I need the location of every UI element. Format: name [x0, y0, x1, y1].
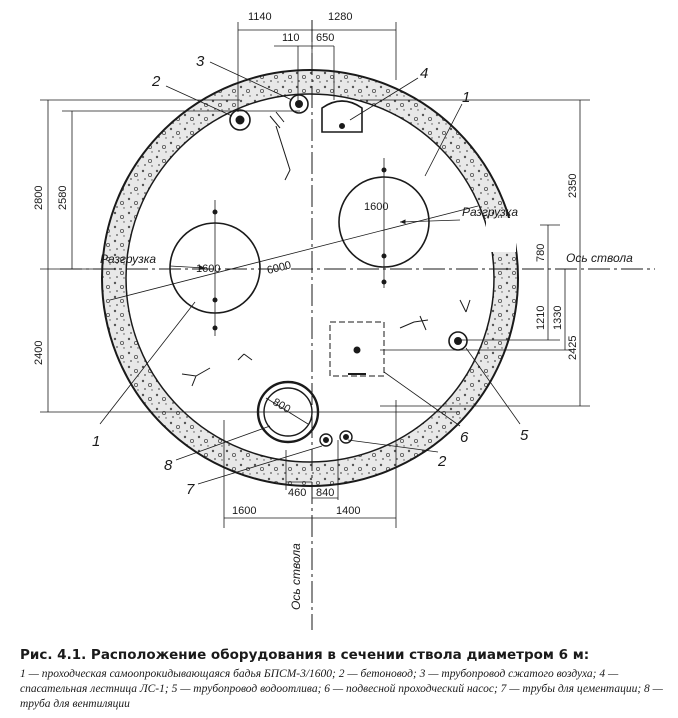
- axis-label-horizontal: Ось ствола: [566, 251, 633, 265]
- marker-4: 4: [420, 65, 428, 82]
- marker-6: 6: [460, 429, 469, 446]
- dim-top-1140: 1140: [248, 11, 272, 23]
- marker-1-left: 1: [92, 433, 100, 450]
- marker-7: 7: [186, 481, 195, 498]
- dim-bottom-1400: 1400: [336, 505, 360, 517]
- axis-label-vertical: Ось ствола: [289, 543, 303, 610]
- dim-right-1330: 1330: [552, 306, 564, 330]
- dim-left-2400: 2400: [33, 341, 45, 365]
- shaft-axes: [60, 20, 655, 630]
- dim-top-1280: 1280: [328, 11, 352, 23]
- marker-8: 8: [164, 457, 173, 474]
- leader-lines: [99, 61, 521, 485]
- dim-right-2350: 2350: [567, 174, 579, 198]
- marker-1-right: 1: [462, 89, 470, 106]
- equipment: [181, 94, 471, 447]
- unload-label-left: Разгрузка: [100, 252, 156, 266]
- marker-2-top: 2: [151, 73, 161, 90]
- dim-bottom-840: 840: [316, 487, 334, 499]
- bucket-left: 1600: [169, 200, 261, 336]
- unload-labels: Разгрузка Разгрузка: [100, 205, 518, 271]
- dim-right-1210: 1210: [535, 306, 547, 330]
- item-markers: 1 1 2 2 3 4 5 6 7 8: [92, 53, 529, 498]
- dim-left-2800: 2800: [33, 186, 45, 210]
- bucket-right: 1600: [338, 158, 430, 288]
- unload-label-right: Разгрузка: [462, 205, 518, 219]
- dim-right-780: 780: [535, 244, 547, 262]
- marker-5: 5: [520, 427, 529, 444]
- caption-legend: 1 — проходческая самоопрокидывающаяся ба…: [20, 668, 663, 710]
- dim-bottom-460: 460: [288, 487, 306, 499]
- shaft-section-diagram: 1140 1280 110 650 2800 2580 2400 2350 78…: [33, 11, 655, 630]
- bucket-right-dim: 1600: [364, 201, 388, 213]
- concrete-lining: [101, 69, 519, 487]
- bucket-left-dim: 1600: [196, 263, 220, 275]
- dim-top-650: 650: [316, 32, 334, 44]
- dimension-texts: 1140 1280 110 650 2800 2580 2400 2350 78…: [33, 11, 579, 517]
- marker-3: 3: [196, 53, 205, 70]
- dim-top-110: 110: [282, 32, 300, 44]
- figure-caption: Рис. 4.1. Расположение оборудования в се…: [20, 646, 670, 712]
- vent-pipe-dim: 800: [271, 396, 293, 416]
- caption-title: Рис. 4.1. Расположение оборудования в се…: [20, 647, 590, 663]
- marker-2-bottom: 2: [437, 453, 447, 470]
- dim-diameter: 6000: [266, 259, 293, 277]
- dim-right-2425: 2425: [567, 336, 579, 360]
- dim-left-2580: 2580: [57, 186, 69, 210]
- dim-bottom-1600: 1600: [232, 505, 256, 517]
